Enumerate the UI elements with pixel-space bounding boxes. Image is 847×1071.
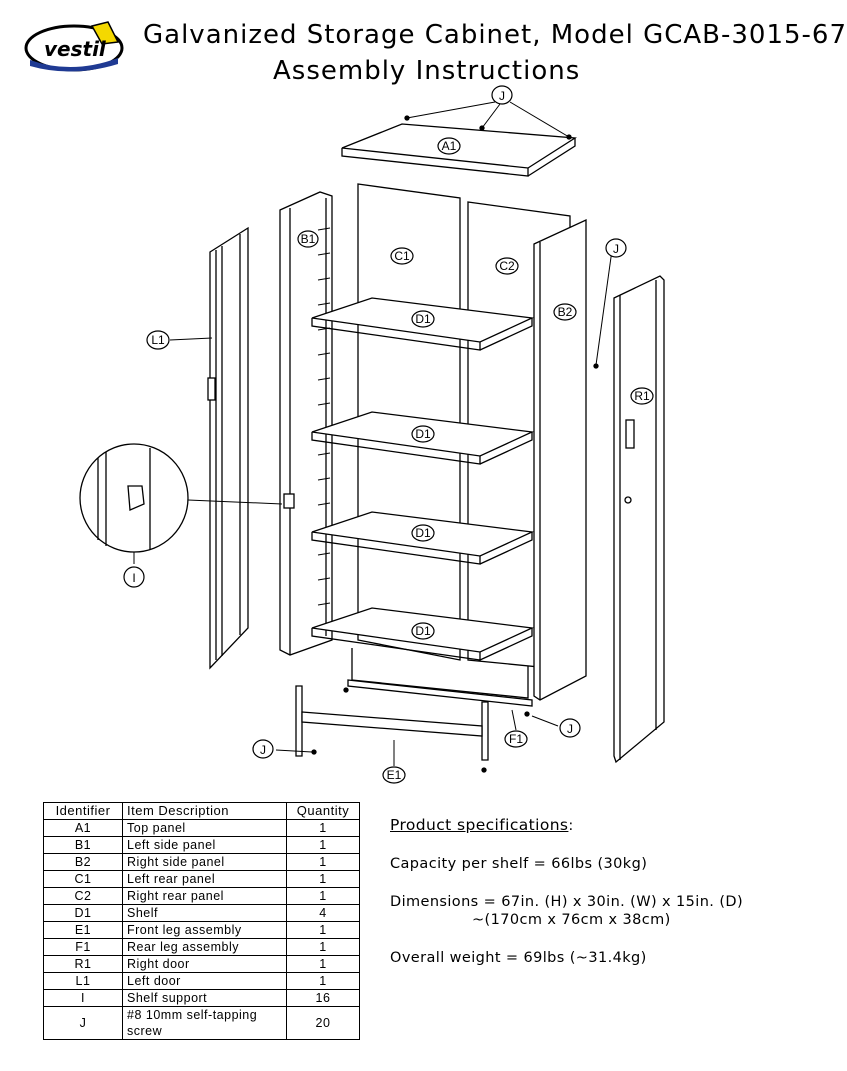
cell-desc: Right door bbox=[122, 955, 287, 973]
cell-qty: 1 bbox=[286, 938, 360, 956]
right-door-drawing bbox=[613, 275, 665, 764]
callout-d1-3: D1 bbox=[415, 526, 431, 540]
product-specifications: Product specifications: Capacity per she… bbox=[390, 816, 800, 967]
cell-qty: 1 bbox=[286, 870, 360, 888]
right-side-panel-drawing bbox=[533, 218, 587, 701]
cell-id: J bbox=[43, 1006, 123, 1040]
cell-qty: 1 bbox=[286, 819, 360, 837]
cell-id: R1 bbox=[43, 955, 123, 973]
table-header-row: Identifier Item Description Quantity bbox=[43, 802, 360, 820]
callout-j-lower-left: J bbox=[260, 743, 266, 757]
assembly-diagram: J A1 B1 C1 C2 J B2 L1 D1 R1 D1 I D1 D1 J… bbox=[79, 85, 665, 784]
cell-id: B2 bbox=[43, 853, 123, 871]
header-quantity: Quantity bbox=[286, 802, 360, 820]
cell-id: F1 bbox=[43, 938, 123, 956]
cell-id: I bbox=[43, 989, 123, 1007]
specs-heading: Product specifications bbox=[390, 816, 569, 834]
spec-dimensions-metric: ~(170cm x 76cm x 38cm) bbox=[472, 912, 671, 928]
cell-qty: 1 bbox=[286, 853, 360, 871]
callout-j-lower-right: J bbox=[567, 722, 573, 736]
callout-i: I bbox=[132, 571, 135, 585]
spec-dimensions: Dimensions = 67in. (H) x 30in. (W) x 15i… bbox=[390, 894, 744, 910]
callout-j-right: J bbox=[613, 242, 619, 256]
header-identifier: Identifier bbox=[43, 802, 123, 820]
callout-b2: B2 bbox=[558, 305, 573, 319]
callout-c1: C1 bbox=[394, 249, 410, 263]
callout-l1: L1 bbox=[151, 333, 165, 347]
cell-id: C1 bbox=[43, 870, 123, 888]
cell-qty: 4 bbox=[286, 904, 360, 922]
callout-r1: R1 bbox=[634, 389, 650, 403]
cell-desc: Left door bbox=[122, 972, 287, 990]
spec-weight: Overall weight = 69lbs (~31.4kg) bbox=[390, 950, 647, 966]
cell-desc: #8 10mm self-tapping screw bbox=[122, 1006, 287, 1040]
logo-text: vestil bbox=[44, 37, 107, 61]
left-side-panel-drawing bbox=[279, 191, 333, 656]
page-subtitle: Assembly Instructions bbox=[273, 56, 581, 86]
rear-leg-drawing bbox=[347, 648, 533, 707]
cell-desc: Front leg assembly bbox=[122, 921, 287, 939]
cell-desc: Shelf bbox=[122, 904, 287, 922]
callout-b1: B1 bbox=[301, 232, 316, 246]
cell-qty: 1 bbox=[286, 887, 360, 905]
cell-desc: Left side panel bbox=[122, 836, 287, 854]
cell-desc: Rear leg assembly bbox=[122, 938, 287, 956]
vestil-logo: vestil bbox=[24, 21, 124, 72]
callout-d1-1: D1 bbox=[415, 312, 431, 326]
callout-d1-4: D1 bbox=[415, 624, 431, 638]
callout-c2: C2 bbox=[499, 259, 515, 273]
cell-id: D1 bbox=[43, 904, 123, 922]
shelf-support-detail bbox=[79, 443, 295, 564]
cell-desc: Top panel bbox=[122, 819, 287, 837]
cell-qty: 20 bbox=[286, 1006, 360, 1040]
cell-id: L1 bbox=[43, 972, 123, 990]
spec-capacity: Capacity per shelf = 66lbs (30kg) bbox=[390, 856, 648, 872]
callout-d1-2: D1 bbox=[415, 427, 431, 441]
cell-desc: Left rear panel bbox=[122, 870, 287, 888]
cell-id: E1 bbox=[43, 921, 123, 939]
cell-desc: Shelf support bbox=[122, 989, 287, 1007]
left-door-drawing bbox=[207, 226, 249, 670]
front-leg-drawing bbox=[295, 685, 489, 761]
cell-qty: 1 bbox=[286, 972, 360, 990]
cell-qty: 1 bbox=[286, 836, 360, 854]
cell-id: A1 bbox=[43, 819, 123, 837]
cell-desc: Right rear panel bbox=[122, 887, 287, 905]
callout-a1: A1 bbox=[442, 139, 457, 153]
callout-j-top: J bbox=[499, 89, 505, 103]
header-item-description: Item Description bbox=[122, 802, 287, 820]
page-title: Galvanized Storage Cabinet, Model GCAB-3… bbox=[143, 20, 847, 50]
cell-id: C2 bbox=[43, 887, 123, 905]
callout-e1: E1 bbox=[387, 768, 402, 782]
cell-qty: 16 bbox=[286, 989, 360, 1007]
specs-heading-colon: : bbox=[568, 818, 574, 834]
cell-id: B1 bbox=[43, 836, 123, 854]
cell-qty: 1 bbox=[286, 955, 360, 973]
callout-f1: F1 bbox=[509, 732, 523, 746]
cell-desc: Right side panel bbox=[122, 853, 287, 871]
cell-qty: 1 bbox=[286, 921, 360, 939]
